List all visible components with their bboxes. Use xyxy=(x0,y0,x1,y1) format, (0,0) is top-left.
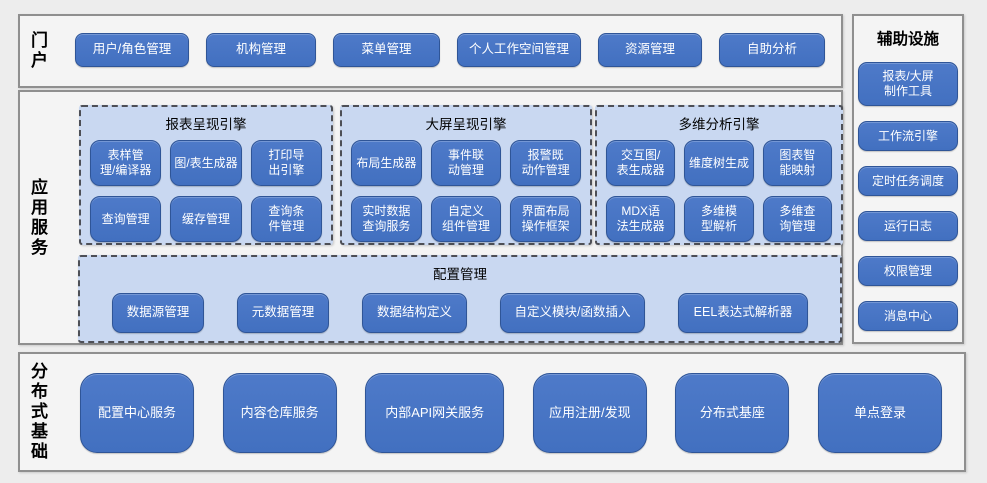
tool-scheduled-task-scheduling: 定时任务调度 xyxy=(858,166,958,196)
dashboard-render-engine-grid: 布局生成器 事件联动管理 报警既动作管理 实时数据查询服务 自定义组件管理 界面… xyxy=(342,133,590,242)
service-internal-api-gateway: 内部API网关服务 xyxy=(365,373,505,453)
dashboard-render-engine-panel: 大屏呈现引擎 布局生成器 事件联动管理 报警既动作管理 实时数据查询服务 自定义… xyxy=(340,105,592,245)
service-app-register-discovery: 应用注册/发现 xyxy=(532,373,647,453)
portal-section-label: 门户 xyxy=(28,31,47,71)
config-management-panel: 配置管理 数据源管理 元数据管理 数据结构定义 自定义模块/函数插入 EEL表达… xyxy=(78,255,842,343)
module-metadata-management: 元数据管理 xyxy=(237,293,329,333)
app-services-section-label: 应用服务 xyxy=(28,177,47,258)
dashboard-render-engine-title: 大屏呈现引擎 xyxy=(425,117,507,132)
module-multidim-model-parsing: 多维模型解析 xyxy=(684,196,754,242)
olap-analysis-engine-panel: 多维分析引擎 交互图/表生成器 维度树生成 图表智能映射 MDX语法生成器 多维… xyxy=(595,105,843,245)
config-management-title: 配置管理 xyxy=(433,267,487,282)
portal-item-resource-management: 资源管理 xyxy=(598,33,702,67)
module-chart-smart-mapping: 图表智能映射 xyxy=(762,140,832,186)
module-query-management: 查询管理 xyxy=(90,196,162,242)
module-mdx-syntax-generator: MDX语法生成器 xyxy=(606,196,676,242)
module-realtime-data-query-service: 实时数据查询服务 xyxy=(351,196,422,242)
module-multidim-query-management: 多维查询管理 xyxy=(762,196,832,242)
portal-item-org-management: 机构管理 xyxy=(206,33,316,67)
foundation-items-row: 配置中心服务 内容仓库服务 内部API网关服务 应用注册/发现 分布式基座 单点… xyxy=(80,373,942,453)
tool-report-dashboard-maker: 报表/大屏制作工具 xyxy=(858,62,958,106)
report-render-engine-title: 报表呈现引擎 xyxy=(165,117,247,132)
portal-section: 门户 用户/角色管理 机构管理 菜单管理 个人工作空间管理 资源管理 自助分析 xyxy=(18,14,843,88)
module-report-style-compiler: 表样管理/编译器 xyxy=(90,140,162,186)
tool-message-center: 消息中心 xyxy=(858,301,958,331)
module-layout-generator: 布局生成器 xyxy=(351,140,422,186)
auxiliary-items-column: 报表/大屏制作工具 工作流引擎 定时任务调度 运行日志 权限管理 消息中心 xyxy=(854,62,962,331)
service-content-repository: 内容仓库服务 xyxy=(222,373,337,453)
app-services-section: 应用服务 报表呈现引擎 表样管理/编译器 图/表生成器 打印导出引擎 查询管理 … xyxy=(18,90,843,345)
auxiliary-facilities-section: 辅助设施 报表/大屏制作工具 工作流引擎 定时任务调度 运行日志 权限管理 消息… xyxy=(852,14,964,344)
service-distributed-base: 分布式基座 xyxy=(675,373,790,453)
module-print-export-engine: 打印导出引擎 xyxy=(250,140,322,186)
module-interactive-chart-generator: 交互图/表生成器 xyxy=(606,140,676,186)
distributed-foundation-section: 分布式基础 配置中心服务 内容仓库服务 内部API网关服务 应用注册/发现 分布… xyxy=(18,352,966,472)
portal-item-personal-workspace-management: 个人工作空间管理 xyxy=(457,33,581,67)
report-render-engine-grid: 表样管理/编译器 图/表生成器 打印导出引擎 查询管理 缓存管理 查询条件管理 xyxy=(81,133,331,242)
tool-permission-management: 权限管理 xyxy=(858,256,958,286)
module-eel-expression-parser: EEL表达式解析器 xyxy=(678,293,808,333)
report-render-engine-panel: 报表呈现引擎 表样管理/编译器 图/表生成器 打印导出引擎 查询管理 缓存管理 … xyxy=(79,105,333,245)
tool-workflow-engine: 工作流引擎 xyxy=(858,121,958,151)
module-chart-table-generator: 图/表生成器 xyxy=(170,140,242,186)
olap-analysis-engine-grid: 交互图/表生成器 维度树生成 图表智能映射 MDX语法生成器 多维模型解析 多维… xyxy=(597,133,841,242)
distributed-foundation-label: 分布式基础 xyxy=(28,362,47,462)
portal-item-menu-management: 菜单管理 xyxy=(333,33,440,67)
module-custom-module-function-insert: 自定义模块/函数插入 xyxy=(500,293,645,333)
module-custom-component-management: 自定义组件管理 xyxy=(430,196,502,242)
portal-item-self-service-analysis: 自助分析 xyxy=(719,33,825,67)
portal-items-row: 用户/角色管理 机构管理 菜单管理 个人工作空间管理 资源管理 自助分析 xyxy=(75,33,825,67)
olap-analysis-engine-title: 多维分析引擎 xyxy=(678,117,760,132)
service-single-sign-on: 单点登录 xyxy=(817,373,942,453)
module-cache-management: 缓存管理 xyxy=(170,196,242,242)
module-dimension-tree-generation: 维度树生成 xyxy=(684,140,754,186)
module-datasource-management: 数据源管理 xyxy=(112,293,204,333)
tool-run-log: 运行日志 xyxy=(858,211,958,241)
auxiliary-facilities-title: 辅助设施 xyxy=(876,31,939,48)
service-config-center: 配置中心服务 xyxy=(80,373,194,453)
config-management-row: 数据源管理 元数据管理 数据结构定义 自定义模块/函数插入 EEL表达式解析器 xyxy=(80,293,840,333)
module-ui-layout-framework: 界面布局操作框架 xyxy=(510,196,581,242)
portal-item-user-role-management: 用户/角色管理 xyxy=(75,33,189,67)
module-query-condition-management: 查询条件管理 xyxy=(250,196,322,242)
module-data-structure-definition: 数据结构定义 xyxy=(362,293,467,333)
module-alarm-action-management: 报警既动作管理 xyxy=(510,140,581,186)
module-event-linkage-management: 事件联动管理 xyxy=(430,140,502,186)
